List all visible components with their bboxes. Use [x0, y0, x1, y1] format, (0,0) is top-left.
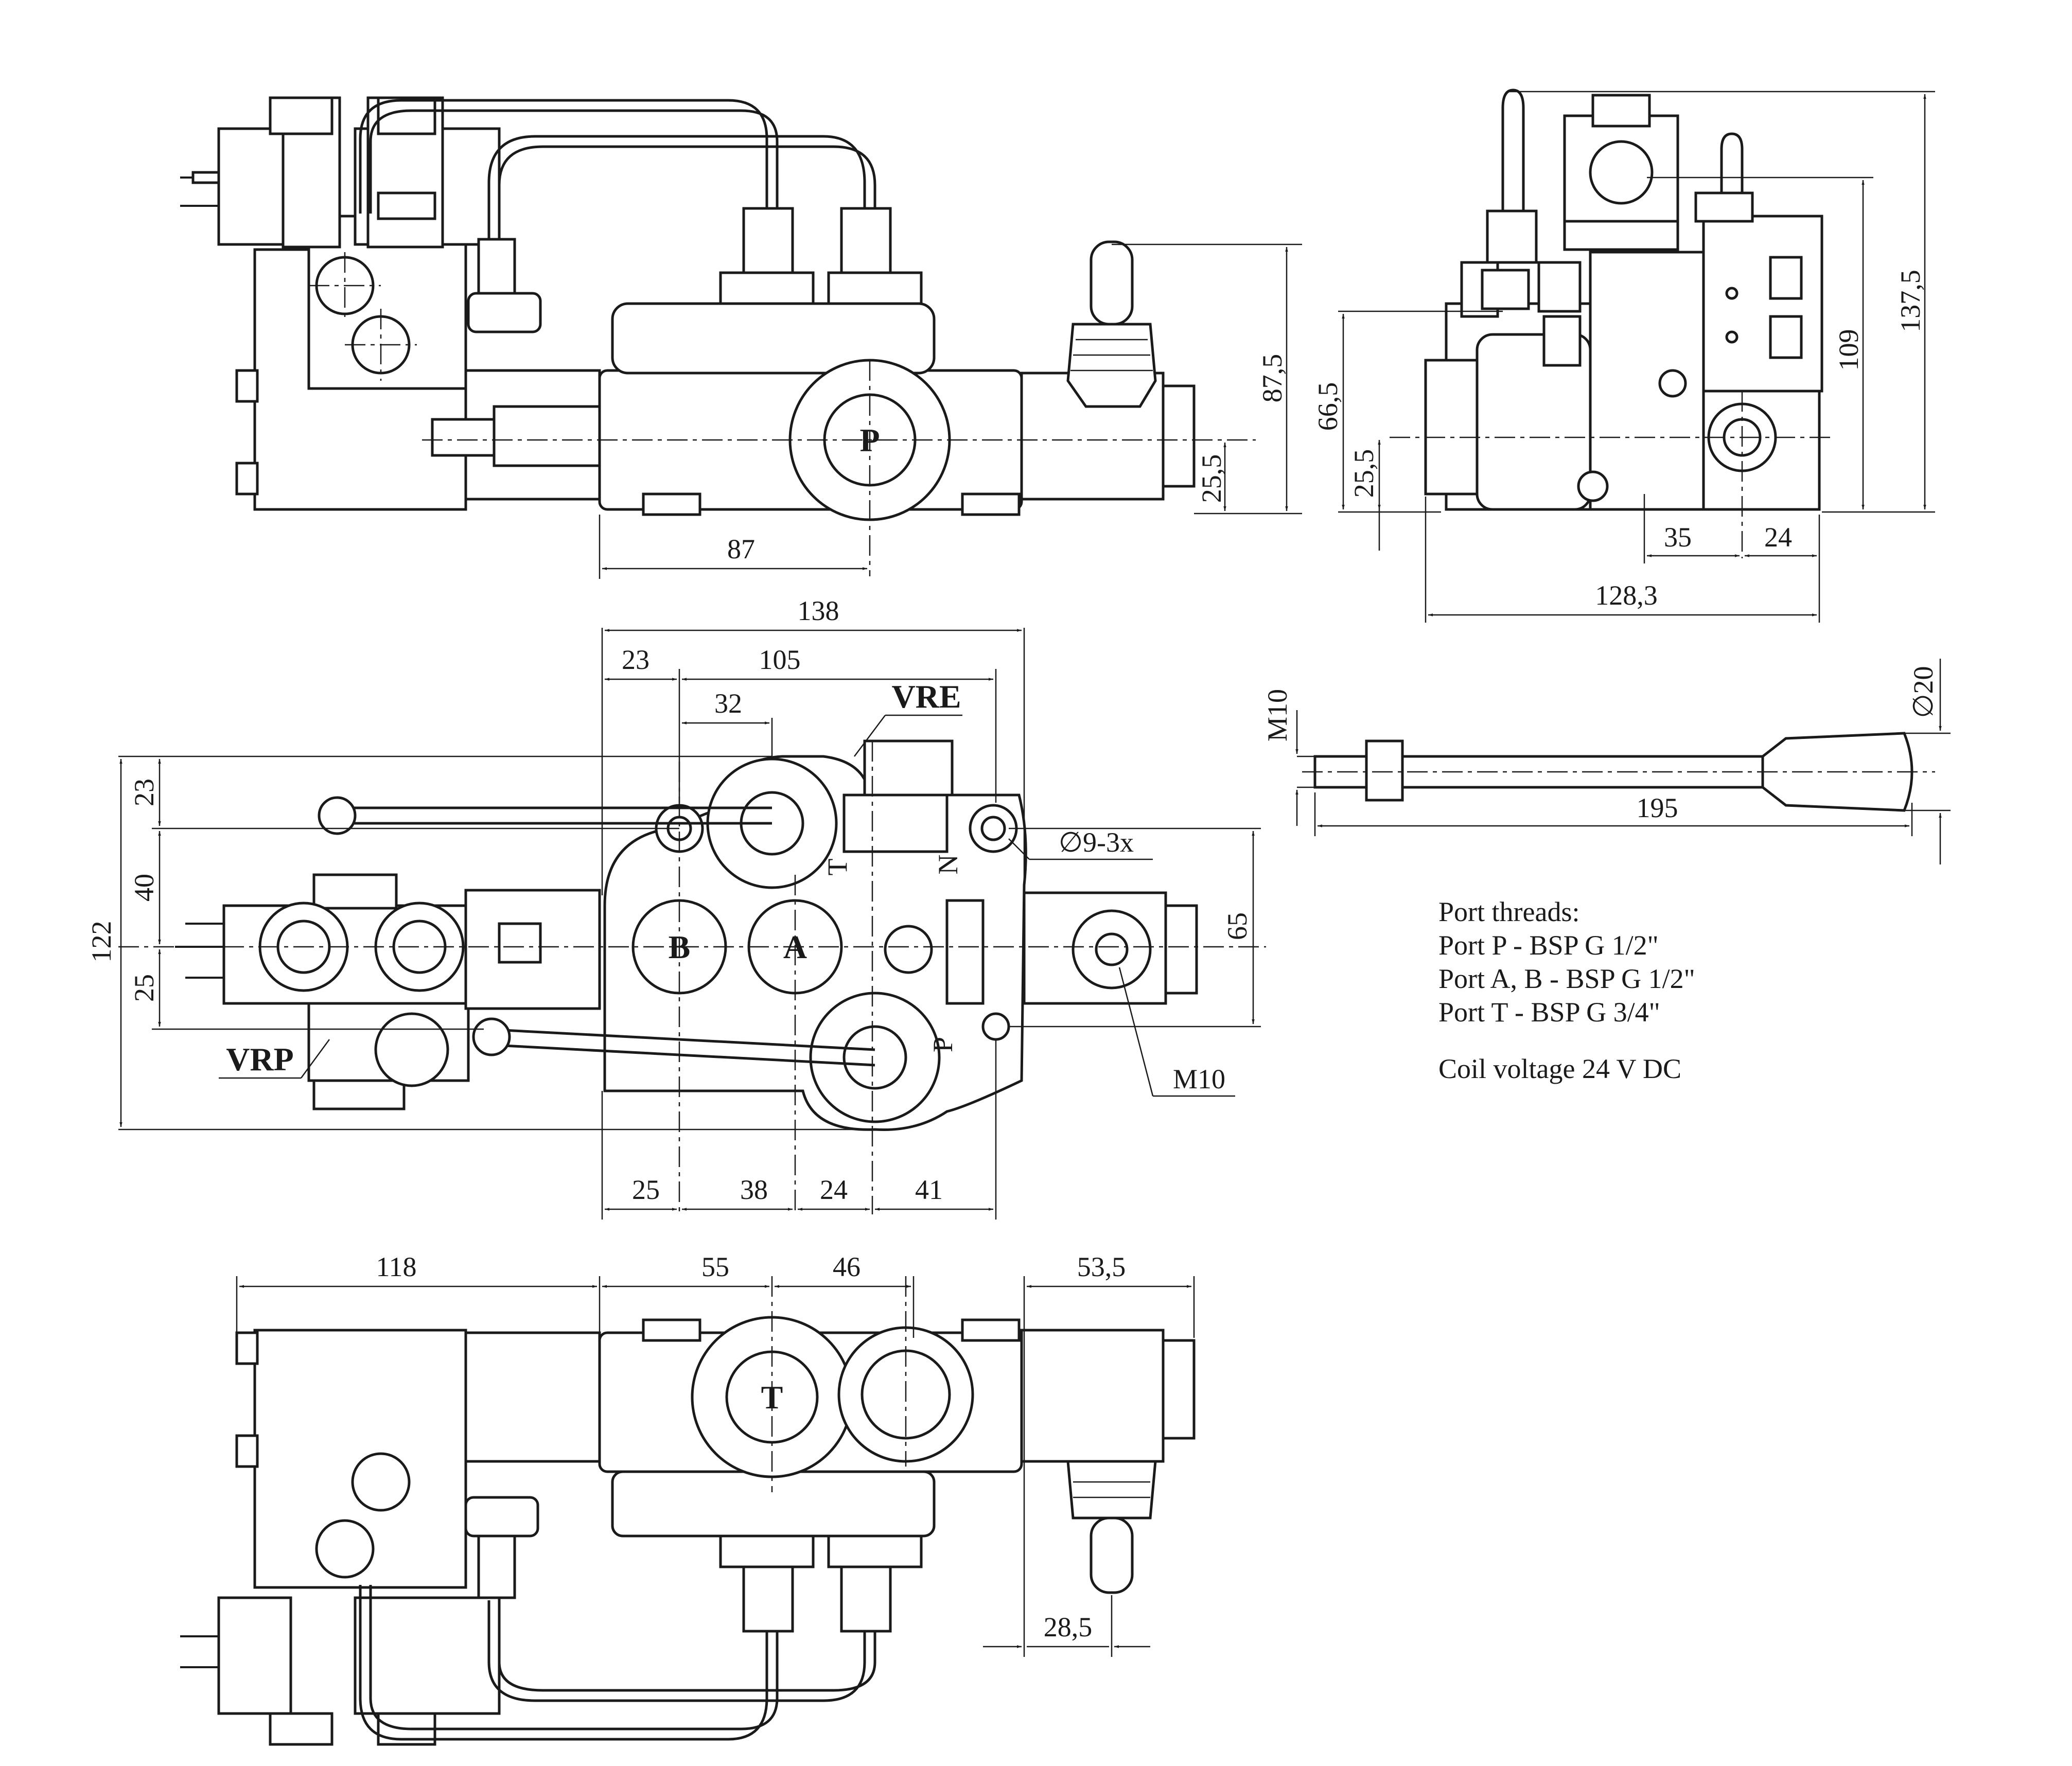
mark-n: N — [933, 855, 963, 875]
dim-118: 118 — [376, 1251, 417, 1282]
dim-87-5: 87,5 — [1257, 354, 1288, 403]
dim-109: 109 — [1833, 329, 1864, 371]
bottom-coil-right — [354, 1596, 501, 1715]
dim-41: 41 — [915, 1174, 943, 1205]
bottom-coil-left — [217, 1596, 292, 1715]
dim-40: 40 — [129, 874, 160, 902]
bottom-lever-knob — [1090, 1516, 1134, 1594]
notes-port-ab: Port A, B - BSP G 1/2" — [1438, 963, 1695, 994]
lever-nut — [1365, 739, 1404, 802]
top-view: P 87 87,5 25,5 — [180, 96, 1302, 579]
dim-38: 38 — [740, 1174, 768, 1205]
lever-m10: M10 — [1262, 689, 1293, 741]
dim-25-5-top: 25,5 — [1196, 454, 1227, 503]
side-relief — [1702, 215, 1823, 393]
dim-35: 35 — [1664, 522, 1692, 553]
lever-view: M10 ∅20 195 — [1262, 659, 1951, 864]
top-nut2 — [377, 96, 436, 135]
top-spool-end — [493, 405, 601, 467]
dim-23-top: 23 — [622, 644, 649, 675]
plan-mount-hole-3 — [981, 1012, 1010, 1041]
dim-46: 46 — [833, 1251, 861, 1282]
lever-195: 195 — [1637, 792, 1678, 823]
dim-23-left: 23 — [129, 779, 160, 806]
notes-coil: Coil voltage 24 V DC — [1438, 1053, 1681, 1084]
dim-55: 55 — [701, 1251, 729, 1282]
dim-65: 65 — [1222, 912, 1253, 940]
dim-32: 32 — [714, 688, 742, 719]
top-lever-knob — [1090, 240, 1134, 326]
lever-d20: ∅20 — [1908, 666, 1939, 718]
side-view: 137,5 109 66,5 25,5 35 24 128,3 — [1312, 89, 1935, 623]
dim-25-left: 25 — [129, 974, 160, 1002]
bottom-lever-boot — [1066, 1460, 1157, 1520]
dim-138: 138 — [798, 595, 839, 626]
notes-heading: Port threads: — [1438, 896, 1579, 927]
label-vre: VRE — [891, 678, 961, 715]
notes-port-p: Port P - BSP G 1/2" — [1438, 930, 1659, 961]
dim-53-5: 53,5 — [1077, 1251, 1126, 1282]
notes: Port threads: Port P - BSP G 1/2" Port A… — [1438, 896, 1695, 1084]
bottom-view: T 118 55 — [180, 1251, 1196, 1746]
notes-port-t: Port T - BSP G 3/4" — [1438, 997, 1660, 1028]
top-fitting-left — [719, 271, 815, 305]
hole-note: ∅9-3x — [1059, 827, 1134, 858]
dim-24-bot: 24 — [820, 1174, 848, 1205]
dim-137-5: 137,5 — [1895, 270, 1926, 332]
dim-66-5: 66,5 — [1312, 382, 1343, 431]
mark-t: T — [822, 859, 853, 876]
label-vrp: VRP — [226, 1041, 294, 1078]
bottom-spool-cap — [1020, 1329, 1165, 1463]
plan-vre-nut — [863, 739, 954, 797]
top-nut — [269, 96, 333, 135]
top-lever-boot — [1066, 323, 1157, 408]
logo-badge — [884, 925, 933, 974]
top-tube-outer — [359, 99, 768, 214]
dim-25-5-side: 25,5 — [1348, 449, 1379, 498]
top-tube-inner — [487, 135, 866, 242]
top-cap — [377, 191, 436, 220]
dim-128-3: 128,3 — [1595, 580, 1658, 611]
mark-p: P — [927, 1037, 958, 1052]
side-fitting — [1486, 209, 1538, 264]
dim-87: 87 — [727, 534, 755, 564]
dim-105: 105 — [759, 644, 801, 675]
dim-25-bot: 25 — [632, 1174, 660, 1205]
m10-label: M10 — [1173, 1064, 1225, 1094]
plan-view: B A T N P VRE — [86, 595, 1266, 1220]
top-coil-left — [217, 127, 292, 246]
dim-24-side: 24 — [1764, 522, 1792, 553]
dim-28-5: 28,5 — [1044, 1612, 1093, 1643]
top-fitting-right — [827, 271, 923, 305]
dim-122: 122 — [86, 921, 117, 963]
